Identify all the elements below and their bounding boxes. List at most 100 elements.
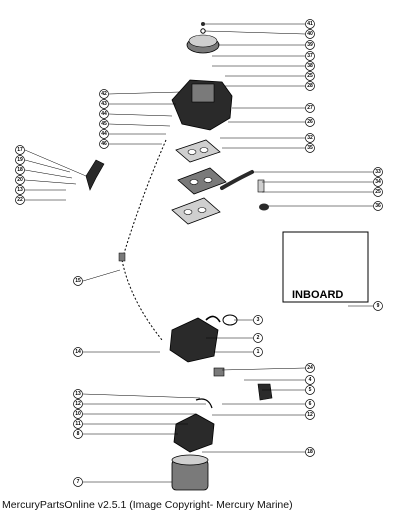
callout: 34 [373,177,383,187]
callout: 45 [99,119,109,129]
footer-caption: MercuryPartsOnline v2.5.1 (Image Copyrig… [2,499,293,511]
callout-number: 36 [375,203,381,209]
callout-number: 2 [257,335,260,341]
callout-circle [73,419,83,429]
callout: 28 [305,81,315,91]
pump-bracket [205,315,221,323]
callout: 13 [73,389,83,399]
parts-drawing [85,22,351,491]
gasket-lower [171,197,221,225]
callout: 11 [73,419,83,429]
callout: 39 [305,40,315,50]
callout-number: 4 [309,377,312,383]
callout-number: 35 [307,145,313,151]
callout: 3 [253,315,263,325]
callout-number: 32 [307,135,313,141]
fuel-pump [169,317,219,363]
callout: 13 [15,185,25,195]
inset-label: INBOARD [292,289,343,301]
callout-circle [305,363,315,373]
callout: 26 [305,117,315,127]
callout: 9 [373,301,383,311]
callout: 14 [73,347,83,357]
filter-base [173,413,215,453]
callout-number: 44 [101,111,107,117]
gasket-bore [199,147,209,153]
callout-circle [73,399,83,409]
leader-line [204,30,306,35]
callout-circle [253,333,263,343]
callout-circle [73,347,83,357]
leader-line [24,169,73,179]
callout-number: 25 [307,73,313,79]
callout-circle [373,187,383,197]
fitting [257,179,265,193]
callout-circle [99,129,109,139]
callout-circle [305,117,315,127]
callout: 33 [373,167,383,177]
callout: 15 [73,276,83,286]
callout-number: 3 [257,317,260,323]
callout-circle [305,19,315,29]
callout-number: 15 [75,278,81,284]
callout-number: 18 [307,449,313,455]
carburetor-top [191,83,215,103]
callout: 32 [305,133,315,143]
callout-number: 46 [101,141,107,147]
callout-circle [373,201,383,211]
elbow-fitting [213,367,225,377]
callout: 4 [305,375,315,385]
callout: 18 [15,165,25,175]
gasket-bore [183,209,193,215]
callout-number: 40 [307,31,313,37]
callout-circle [305,447,315,457]
callout-circle [373,301,383,311]
callout-circle [305,133,315,143]
callout-number: 27 [307,105,313,111]
callout: 40 [305,29,315,39]
callout-number: 34 [375,179,381,185]
callout-number: 25 [375,189,381,195]
callout-circle [99,89,109,99]
callout: 36 [373,201,383,211]
callout-number: 12 [75,401,81,407]
callout-circle [99,99,109,109]
gasket-bore [203,177,213,183]
callout-circle [305,51,315,61]
callout: 10 [73,409,83,419]
callout: 25 [373,187,383,197]
callout: 17 [15,145,25,155]
leader-line [108,123,171,127]
callout-circle [253,315,263,325]
callout: 44 [99,129,109,139]
callout-number: 37 [307,53,313,59]
callout: 46 [99,139,109,149]
callout-circle [73,477,83,487]
leader-line [24,149,87,177]
callout-circle [99,139,109,149]
callout-circle [15,175,25,185]
callout-circle [305,143,315,153]
callout-circle [305,399,315,409]
exploded-parts-diagram: 4140393738252827263235333425363212445612… [15,19,383,491]
callout-number: 1 [257,349,260,355]
callout: 6 [305,399,315,409]
callout-circle [99,109,109,119]
washer-top [200,28,206,34]
callout-circle [305,29,315,39]
leader-line [82,269,121,282]
callout-circle [253,347,263,357]
callout-number: 42 [101,91,107,97]
leader-line [108,113,173,117]
callout-number: 9 [377,303,380,309]
callout: 35 [305,143,315,153]
callout-number: 17 [17,147,23,153]
leader-line [82,393,201,399]
callout: 38 [305,61,315,71]
gasket-bore [187,149,197,155]
callout-number: 10 [75,411,81,417]
callout-number: 20 [17,177,23,183]
callout-circle [373,177,383,187]
callout-circle [305,385,315,395]
callout-number: 26 [307,119,313,125]
